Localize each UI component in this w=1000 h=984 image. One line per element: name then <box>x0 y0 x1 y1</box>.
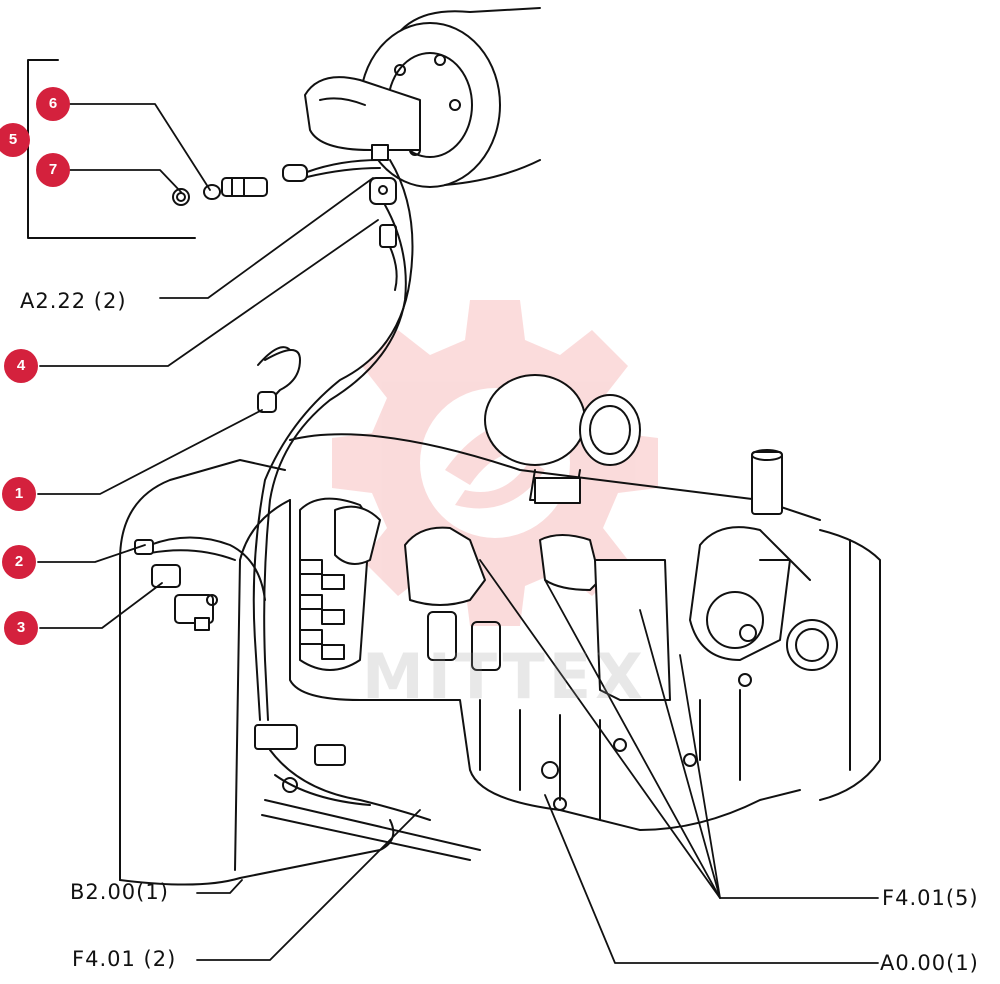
leader-3 <box>39 582 163 629</box>
ref-b2-00: B2.00(1) <box>70 880 169 904</box>
temperature-sensor <box>172 144 397 248</box>
leader-2 <box>37 544 146 563</box>
callout-1: 1 <box>2 477 36 511</box>
turbocharger <box>484 374 641 504</box>
leader-lines <box>37 103 879 964</box>
ref-a0-00: A0.00(1) <box>880 951 979 975</box>
front-accessories <box>683 449 881 801</box>
engine-block <box>289 433 821 831</box>
leader-a2-22 <box>159 177 374 299</box>
leader-f4-01-5 <box>479 559 879 899</box>
watermark-text: MITTEX <box>362 640 647 713</box>
leader-b2-00 <box>196 879 243 894</box>
wiring-harness <box>149 159 481 861</box>
leader-a0-00 <box>544 794 879 964</box>
ref-a2-22: A2.22 (2) <box>20 289 127 313</box>
exhaust-flange <box>304 7 541 188</box>
leader-4 <box>39 219 379 367</box>
callout-5: 5 <box>0 123 30 157</box>
ref-f4-01-5: F4.01(5) <box>882 886 979 910</box>
callout-2: 2 <box>2 545 36 579</box>
callout-7: 7 <box>36 153 70 187</box>
leader-7 <box>69 169 182 193</box>
callout-3: 3 <box>4 611 38 645</box>
callout-6: 6 <box>36 87 70 121</box>
callout-4: 4 <box>4 349 38 383</box>
ref-f4-01-2: F4.01 (2) <box>72 947 177 971</box>
leader-f4-01-2 <box>196 809 421 961</box>
leader-1 <box>37 409 263 495</box>
leader-6 <box>69 103 211 191</box>
pressure-sender <box>134 539 218 631</box>
group-bracket <box>27 59 196 239</box>
